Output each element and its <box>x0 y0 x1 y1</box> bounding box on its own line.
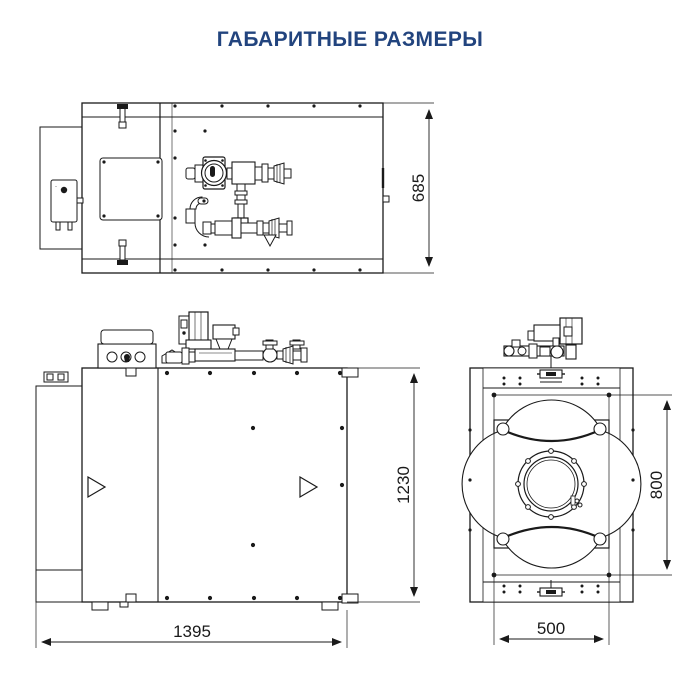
side-view-pipe-assembly <box>503 317 583 368</box>
page-title: ГАБАРИТНЫЕ РАЗМЕРЫ <box>216 28 484 51</box>
dimension-685: 685 <box>383 102 434 274</box>
front-view: 1230 1395 <box>35 311 420 648</box>
front-view-airflow-arrow-right <box>299 475 319 499</box>
dimension-1395: 1395 <box>35 602 348 648</box>
dimension-1230-label: 1230 <box>394 466 413 504</box>
side-view-fasteners <box>468 376 635 594</box>
top-view: 685 <box>39 102 434 274</box>
top-view-control-box <box>50 179 84 231</box>
side-view: 800 500 <box>461 317 672 645</box>
top-view-access-panel <box>99 157 163 221</box>
top-view-ball-valve-a <box>267 162 292 185</box>
top-view-fasteners <box>173 104 362 272</box>
side-view-latch-bottom <box>537 580 565 597</box>
front-view-fasteners <box>164 370 345 601</box>
side-view-latch-top <box>537 369 565 383</box>
front-view-valve-group <box>262 339 308 365</box>
front-view-pipe-manifold <box>161 339 308 365</box>
dimension-1395-label: 1395 <box>173 622 211 641</box>
front-view-pump-assembly <box>178 311 240 356</box>
dimension-500-label: 500 <box>537 619 565 638</box>
top-view-drain-valve <box>262 217 293 248</box>
front-view-control-box <box>97 329 157 369</box>
top-view-right-connector <box>381 168 390 203</box>
dimension-685-label: 685 <box>409 174 428 202</box>
side-view-duct-panel <box>461 399 642 569</box>
top-view-latch-bottom <box>117 239 128 265</box>
dimension-1230: 1230 <box>347 367 420 603</box>
dimension-500: 500 <box>493 395 610 645</box>
front-view-mounting-feet <box>35 569 339 611</box>
top-view-latch-top <box>117 104 128 129</box>
top-view-pipe-lower <box>185 196 293 248</box>
front-view-corner-brackets <box>43 367 359 604</box>
dimension-800-label: 800 <box>647 471 666 499</box>
front-view-airflow-arrow-left <box>87 475 107 499</box>
front-view-left-plenum <box>35 385 83 603</box>
dimension-800: 800 <box>494 394 672 576</box>
top-view-pipe-manifold <box>185 156 292 225</box>
